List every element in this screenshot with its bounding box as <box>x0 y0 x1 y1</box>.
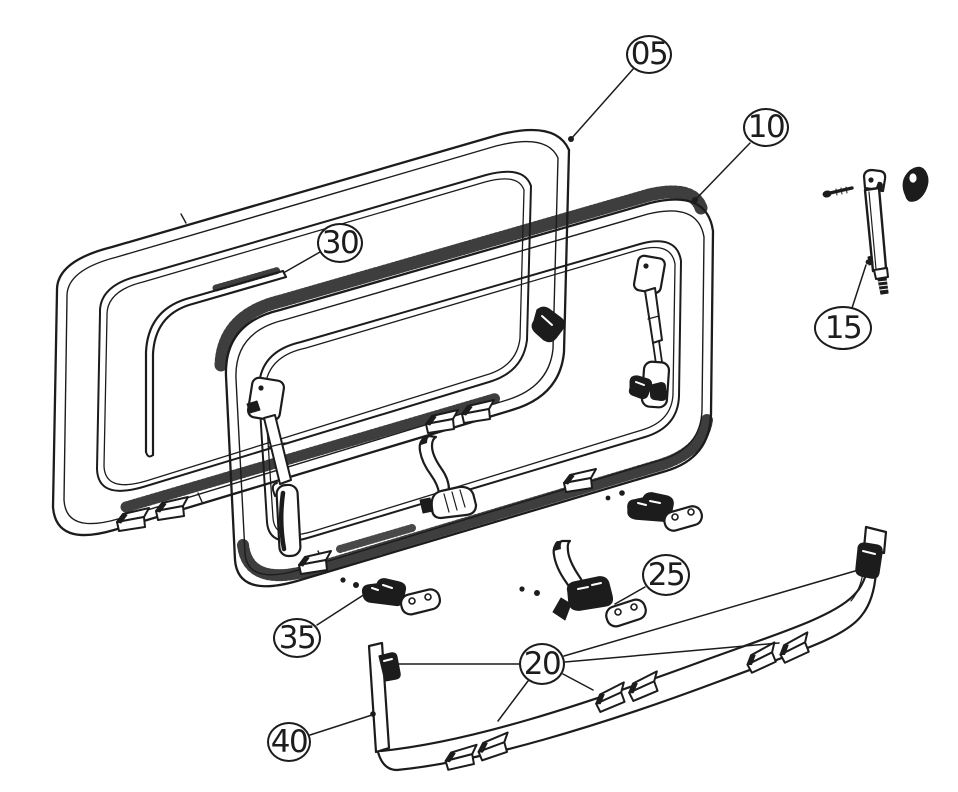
callout-25: 25 <box>642 554 690 596</box>
callout-10-label: 10 <box>747 109 786 145</box>
clip-inner-rail-left <box>298 550 332 575</box>
stay-end-cap <box>902 166 929 202</box>
callout-05: 05 <box>626 35 672 74</box>
callout-35: 35 <box>273 618 321 658</box>
leader-lines <box>284 67 871 736</box>
callout-20: 20 <box>519 643 565 685</box>
callout-35-label: 35 <box>278 619 317 656</box>
gas-stay <box>822 166 929 295</box>
latch-group-25 <box>519 539 647 628</box>
callout-40-label: 40 <box>270 723 309 760</box>
callout-30: 30 <box>317 223 363 263</box>
callout-20-label: 20 <box>523 645 562 682</box>
callout-40: 40 <box>267 722 311 762</box>
callout-15-label: 15 <box>824 309 863 346</box>
latch-group-35 <box>340 577 442 616</box>
callout-30-label: 30 <box>321 224 360 261</box>
clip-outer-rail-left-1 <box>116 507 150 532</box>
latch-group-right <box>605 490 703 532</box>
clip-outer-right-edge <box>531 306 565 343</box>
callout-05-label: 05 <box>630 36 669 72</box>
callout-10: 10 <box>743 108 789 147</box>
keeper-clips <box>116 306 597 575</box>
stay-arm-right <box>628 254 671 409</box>
corner-trim-strip <box>144 266 288 458</box>
callout-25-label: 25 <box>647 556 686 593</box>
stay-arm-left <box>246 376 302 558</box>
latch-lever-center <box>418 434 478 520</box>
clip-inner-rail-right <box>563 468 597 493</box>
callout-15: 15 <box>814 306 872 350</box>
skirt-rail <box>367 525 888 772</box>
outer-frame <box>51 128 571 537</box>
